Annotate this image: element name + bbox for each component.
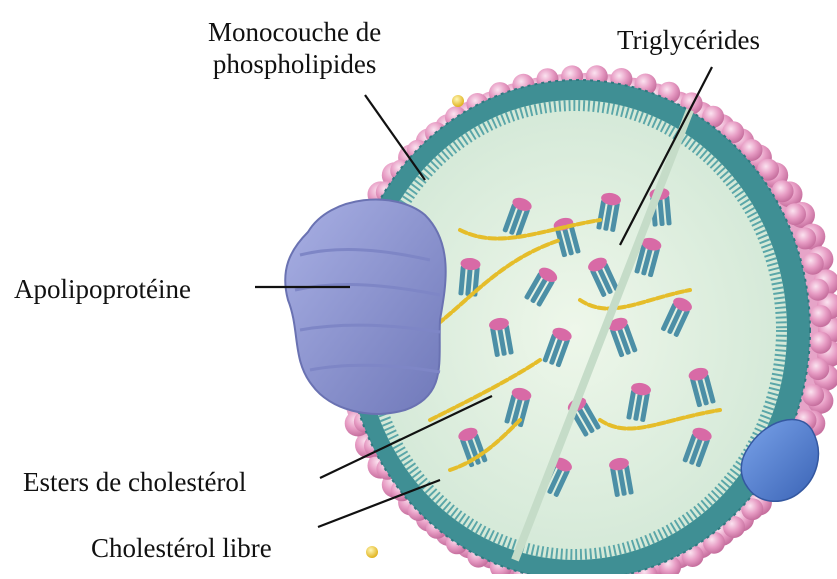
phospholipid-head [807, 279, 829, 301]
label-triglycerides: Triglycérides [617, 24, 760, 56]
phospholipid-head [807, 358, 829, 380]
phospholipid-head [810, 332, 832, 354]
phospholipid-head [810, 305, 832, 327]
label-free-cholesterol: Cholestérol libre [91, 532, 272, 564]
label-monolayer-line1: Monocouche de [208, 16, 381, 48]
free-cholesterol-dot [452, 95, 464, 107]
phospholipid-head [802, 384, 824, 406]
phospholipid-head [802, 253, 824, 275]
label-phospholipid-monolayer: Monocouche de phospholipides [208, 16, 381, 80]
label-monolayer-line2: phospholipides [208, 48, 381, 80]
label-apolipoprotein: Apolipoprotéine [14, 273, 191, 305]
apolipoprotein-molecule [285, 200, 445, 414]
label-cholesterol-esters: Esters de cholestérol [23, 466, 246, 498]
free-cholesterol-dot [366, 546, 378, 558]
